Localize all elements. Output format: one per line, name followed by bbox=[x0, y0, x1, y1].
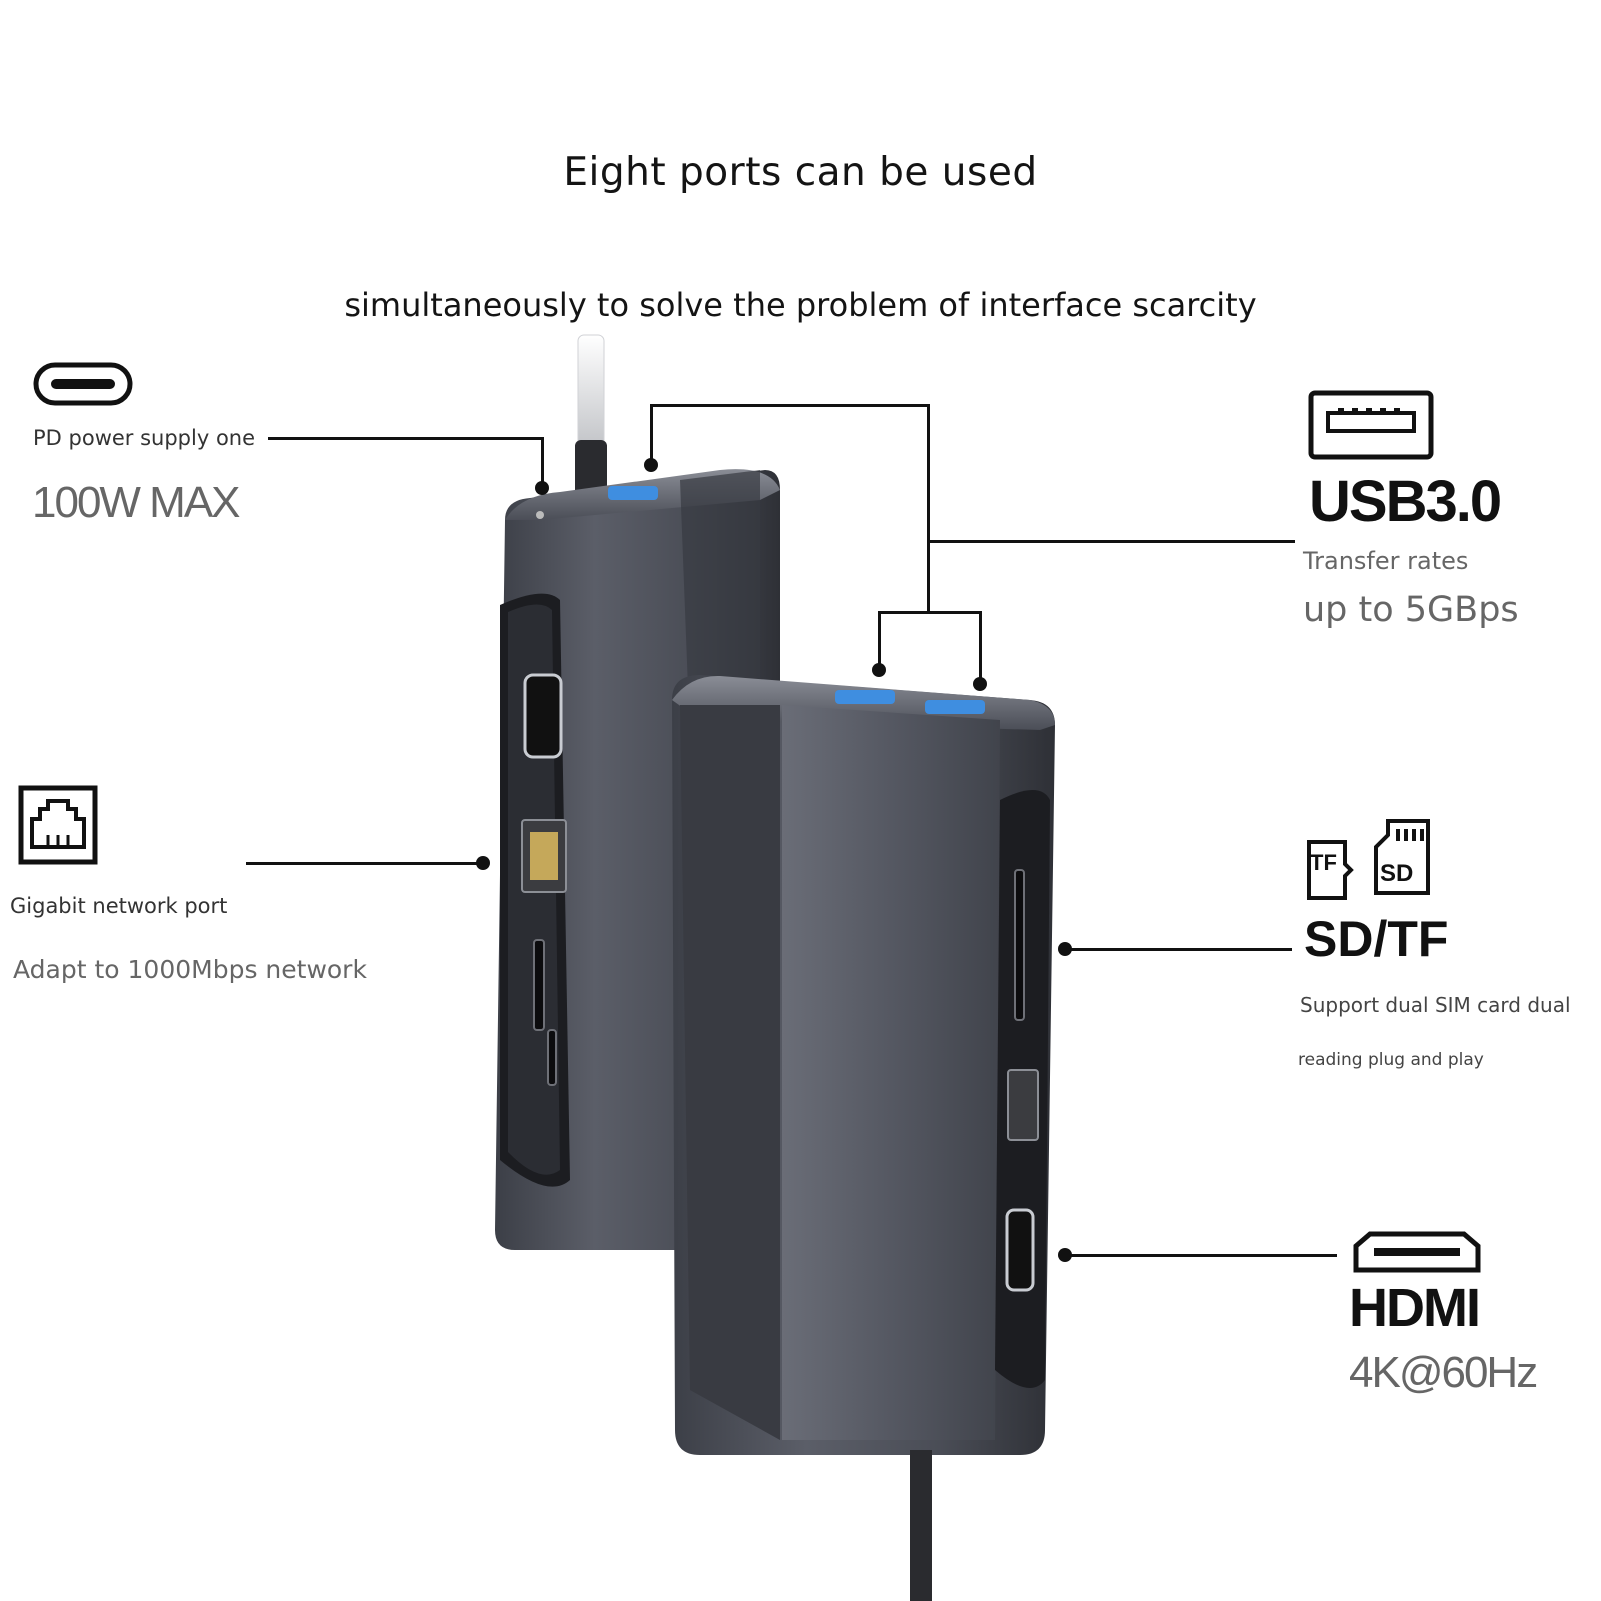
usb-leader-b2 bbox=[979, 611, 982, 683]
usb-leader-bracket bbox=[878, 611, 982, 614]
card-title: SD/TF bbox=[1304, 911, 1449, 967]
usb-leader-left-v bbox=[650, 404, 653, 466]
sd-card-label: SD bbox=[1380, 860, 1414, 887]
usb-leader-top bbox=[650, 404, 930, 407]
hdmi-port-icon bbox=[1353, 1231, 1481, 1273]
pd-value: 100W MAX bbox=[32, 478, 241, 527]
pd-label: PD power supply one bbox=[33, 426, 256, 450]
hdmi-title: HDMI bbox=[1349, 1278, 1481, 1338]
tf-card-label: TF bbox=[1310, 850, 1337, 875]
usb-sub1: Transfer rates bbox=[1303, 547, 1469, 575]
ethernet-port-icon bbox=[18, 785, 98, 865]
pd-leader-h bbox=[268, 437, 543, 440]
usb-leader-b1 bbox=[878, 611, 881, 669]
card-sub1: Support dual SIM card dual bbox=[1300, 993, 1571, 1017]
usb-leader-dot-3 bbox=[973, 677, 987, 691]
usb-leader-dot-1 bbox=[644, 458, 658, 472]
sd-card-icon bbox=[1374, 819, 1430, 895]
network-sub: Adapt to 1000Mbps network bbox=[13, 955, 367, 984]
pd-leader-v bbox=[541, 437, 544, 489]
headline-line-2: simultaneously to solve the problem of i… bbox=[344, 286, 1257, 324]
usb-leader-mid-v bbox=[927, 404, 930, 612]
network-leader bbox=[246, 862, 486, 865]
white-cable bbox=[577, 334, 605, 454]
headline-line-1: Eight ports can be used bbox=[563, 150, 1038, 195]
network-leader-dot bbox=[476, 856, 490, 870]
hdmi-sub: 4K@60Hz bbox=[1349, 1348, 1538, 1397]
card-sub2: reading plug and play bbox=[1298, 1050, 1484, 1070]
usb-c-port-icon bbox=[33, 362, 133, 406]
pd-leader-dot bbox=[535, 481, 549, 495]
hdmi-leader bbox=[1065, 1254, 1337, 1257]
black-cable bbox=[910, 1450, 932, 1601]
front-hub-unit bbox=[672, 675, 1055, 1455]
usb-leader-right-h bbox=[927, 540, 1295, 543]
usb-leader-dot-2 bbox=[872, 663, 886, 677]
usb-sub2: up to 5GBps bbox=[1303, 590, 1519, 630]
network-label: Gigabit network port bbox=[10, 894, 228, 918]
tf-card-icon bbox=[1307, 840, 1354, 900]
card-leader bbox=[1065, 948, 1292, 951]
usb-a-port-icon bbox=[1308, 390, 1434, 460]
usb-title: USB3.0 bbox=[1309, 469, 1502, 534]
